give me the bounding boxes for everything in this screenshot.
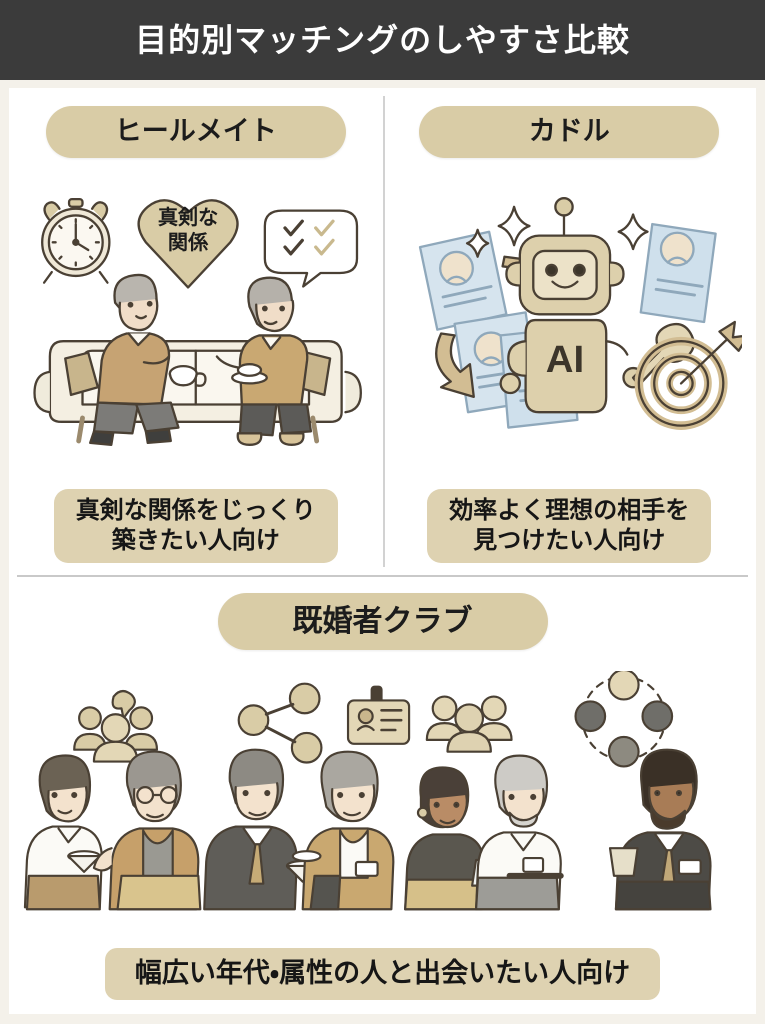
top-panel-row: ヒールメイト	[9, 88, 756, 575]
caption-cuddle: 効率よく理想の相手を 見つけたい人向け	[427, 489, 712, 563]
illustration-ai-robot-matching: AI	[397, 164, 742, 479]
caption-line-1: 効率よく理想の相手を	[449, 497, 690, 524]
share-network-icon	[237, 682, 323, 764]
people-group-icon	[425, 695, 513, 753]
panel-married-club: 既婚者クラブ	[9, 577, 756, 1014]
panel-header-cuddle: カドル	[419, 106, 720, 158]
panel-heal-mate: ヒールメイト	[9, 88, 383, 575]
heart-label-line1: 真剣な	[158, 205, 218, 229]
cocktail-glass-icon	[608, 847, 639, 877]
comparison-board: ヒールメイト	[9, 88, 756, 1014]
person-man-seated	[89, 273, 207, 446]
caption-line-2: 見つけたい人向け	[473, 527, 666, 554]
person-woman-seated	[215, 276, 313, 446]
person-party-4	[291, 750, 395, 911]
name-tag-icon	[522, 857, 545, 874]
people-circle-icon	[574, 671, 674, 768]
alarm-clock-icon	[41, 197, 111, 284]
caption-heal-mate: 真剣な関係をじっくり 築きたい人向け	[53, 489, 338, 563]
heart-badge-icon	[137, 199, 239, 289]
id-badge-icon	[346, 685, 411, 746]
name-tag-icon	[354, 861, 379, 877]
vertical-divider	[382, 96, 385, 567]
person-party-3	[203, 748, 320, 911]
caption-line-2: 築きたい人向け	[111, 527, 280, 554]
panel-header-heal-mate: ヒールメイト	[45, 106, 346, 158]
people-group-icon	[73, 690, 159, 763]
panel-header-married-club: 既婚者クラブ	[217, 593, 548, 650]
robot-chest-label: AI	[545, 338, 583, 381]
caption-line-1: 真剣な関係をじっくり	[75, 497, 316, 524]
person-party-7	[608, 748, 712, 911]
illustration-networking-party-people	[23, 654, 742, 938]
robot-icon	[498, 196, 695, 414]
person-party-6	[474, 754, 564, 911]
heart-label-line2: 関係	[168, 231, 209, 254]
illustration-mature-couple-on-sofa: 真剣な 関係	[23, 164, 369, 479]
target-arrow-icon	[634, 320, 742, 430]
panel-cuddle: カドル	[383, 88, 757, 575]
page-title: 目的別マッチングのしやすさ比較	[135, 22, 630, 58]
person-party-1	[23, 754, 103, 911]
title-bar: 目的別マッチングのしやすさ比較	[0, 0, 765, 80]
caption-married-club: 幅広い年代・属性の人と出会いたい人向け	[104, 948, 661, 1000]
horizontal-divider	[17, 575, 748, 577]
profile-card-icon	[418, 230, 508, 331]
person-party-2	[92, 750, 202, 911]
name-tag-icon	[677, 859, 702, 876]
sparkle-icon	[465, 205, 649, 258]
profile-card-icon	[639, 222, 717, 323]
person-party-5	[404, 766, 486, 911]
sofa-icon	[33, 339, 362, 444]
arrow-icon	[434, 332, 475, 398]
speech-bubble-checkmarks-icon	[263, 209, 359, 288]
